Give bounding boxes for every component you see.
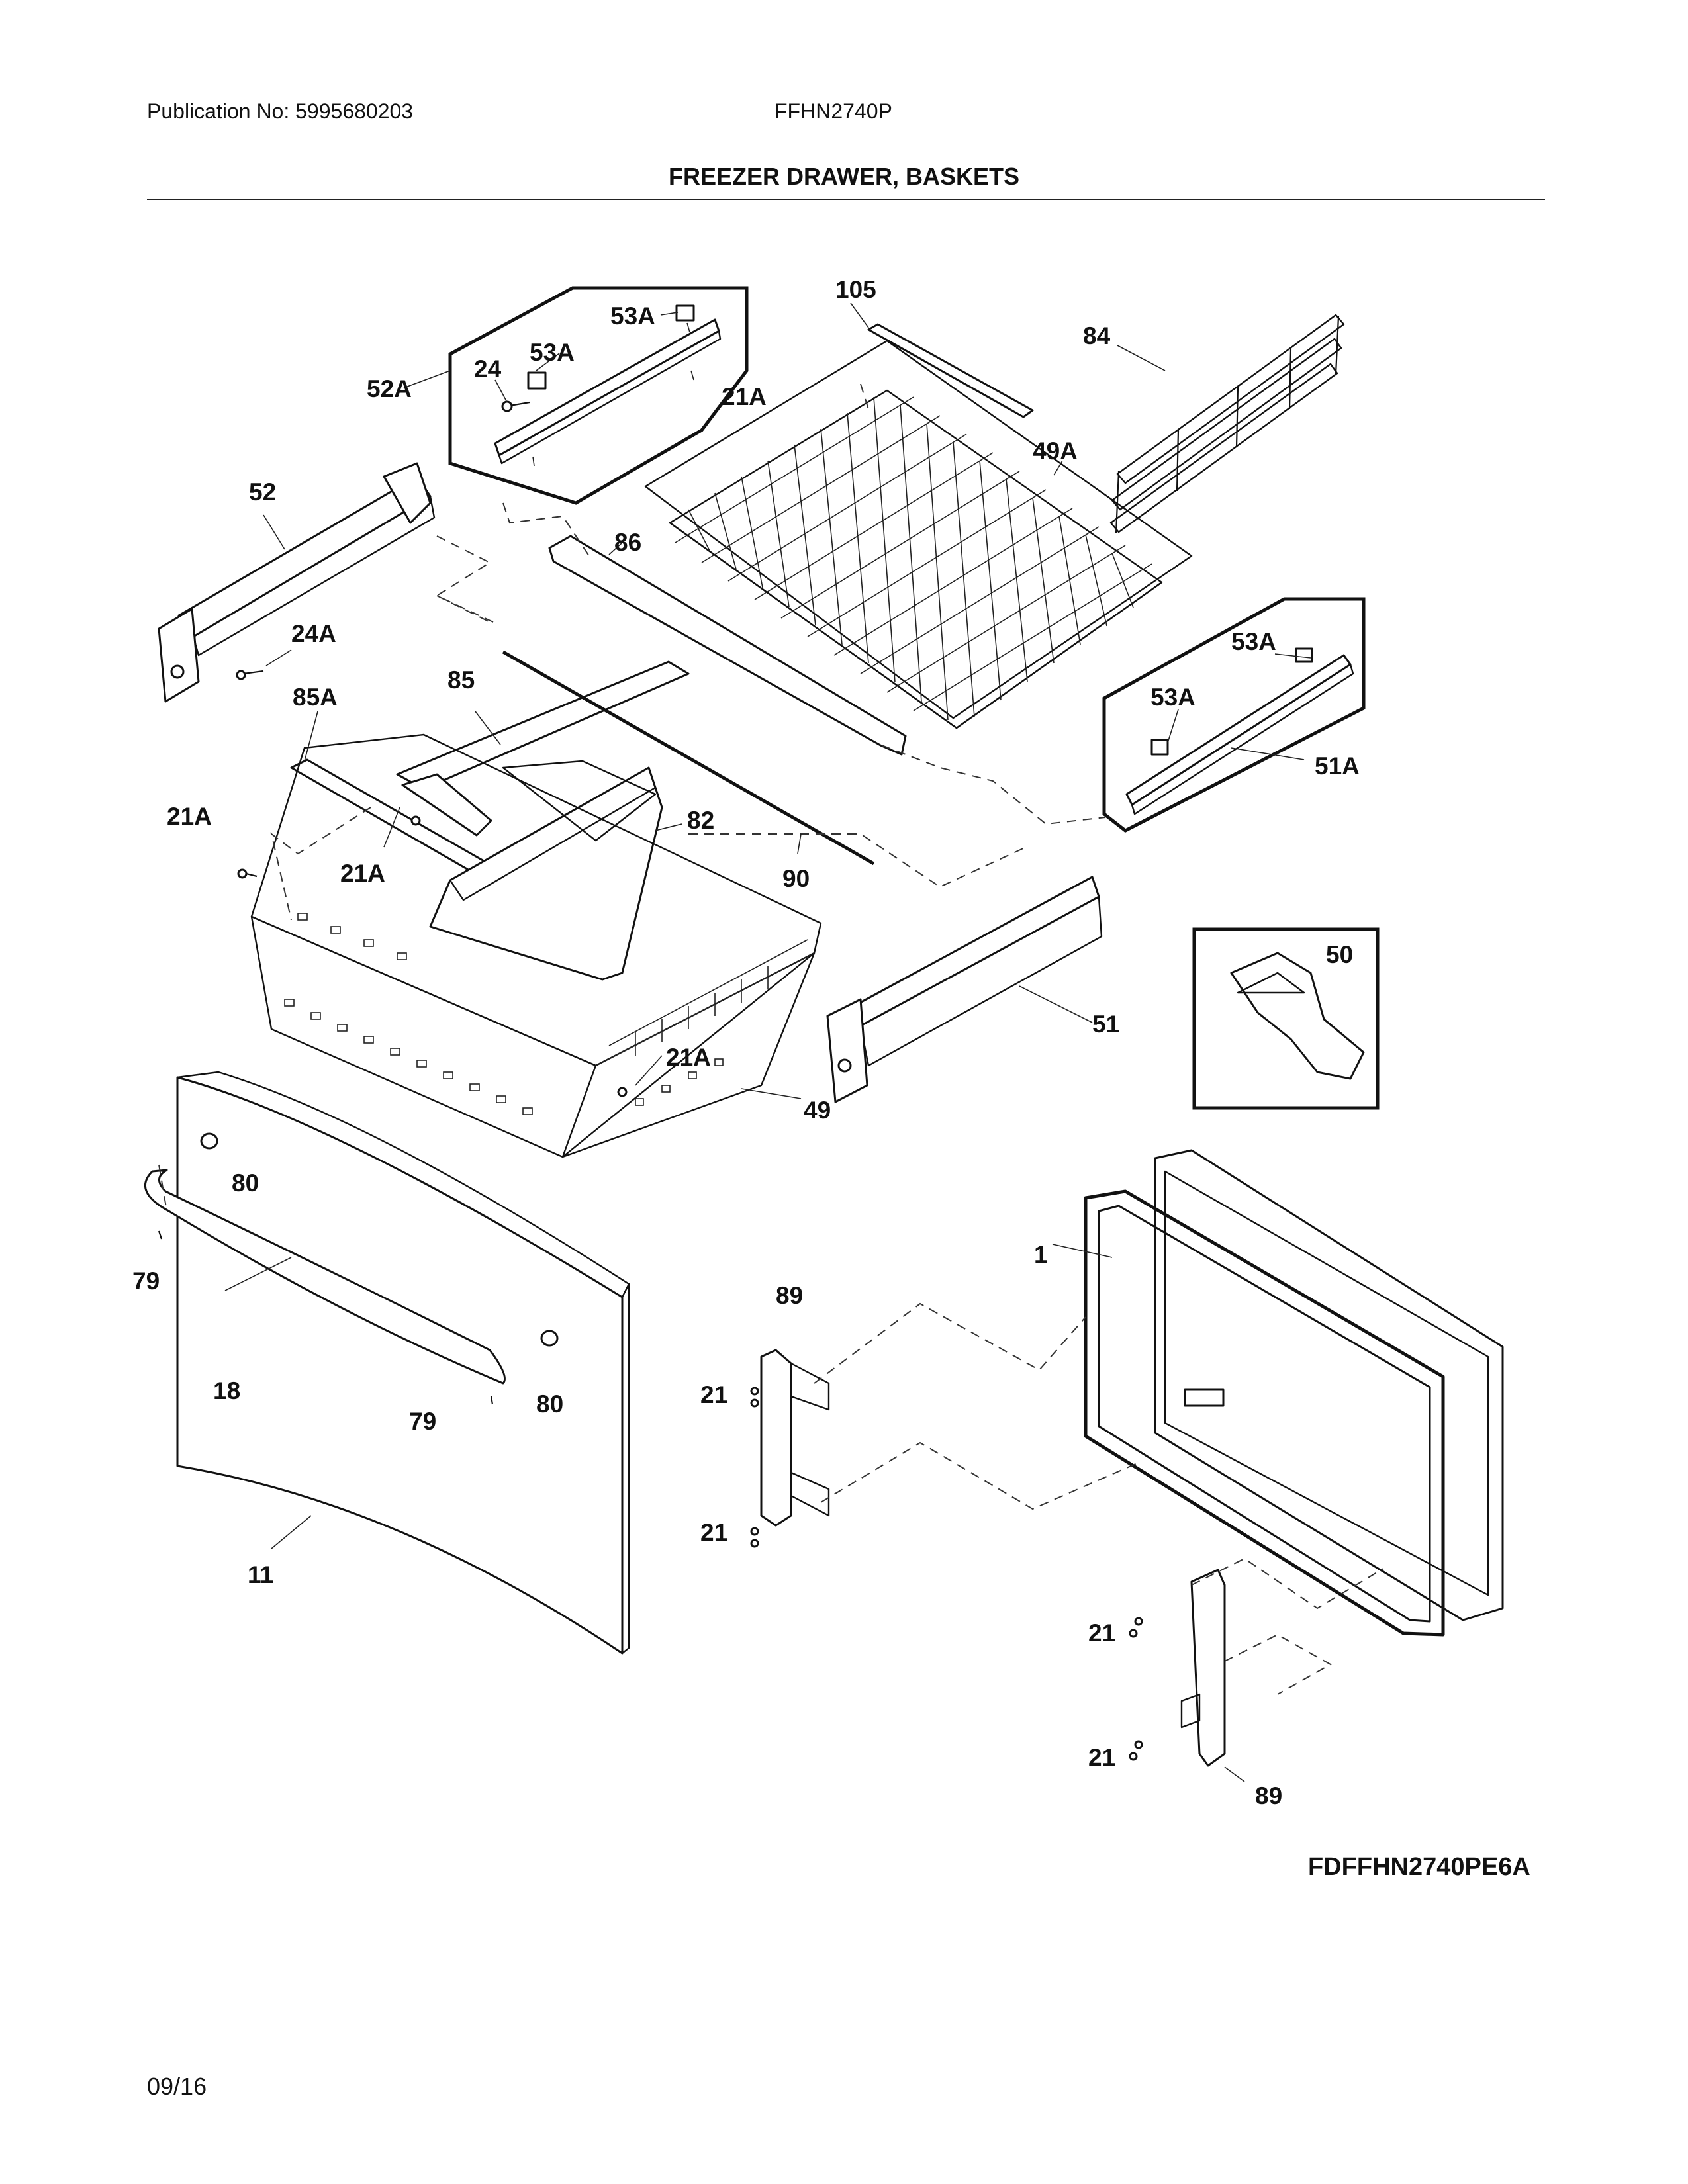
handle-cap-80-left [200,1132,218,1150]
trim-bar-105 [867,323,1034,418]
callout-21-1: 21 [700,1381,727,1408]
callout-18: 18 [213,1377,240,1404]
callout-89-1: 89 [776,1282,803,1309]
revision-date: 09/16 [147,2073,207,2100]
part-box-50 [1192,927,1380,1110]
drawer-slide-51 [826,876,1103,1103]
title-rule [147,199,1545,200]
callout-49A: 49A [1033,437,1078,465]
callout-52: 52 [249,478,276,506]
screw-79-left [158,1230,163,1240]
door-frame [1154,1149,1504,1621]
callout-90: 90 [782,865,810,892]
callout-53A-2: 53A [530,339,575,366]
wire-basket-49A [644,340,1193,729]
slide-rail-52A [494,304,722,465]
screw-79-right [490,1396,494,1405]
callout-1: 1 [1034,1241,1048,1268]
screw-21A-front [617,1087,628,1097]
callout-105: 105 [835,276,876,303]
handle-cap-80-right [540,1330,559,1347]
slide-rail-51A [1125,647,1354,815]
callout-52A: 52A [367,375,412,402]
callout-11: 11 [248,1561,273,1588]
callout-21-4: 21 [1088,1744,1115,1771]
assembly-dashed-lines [158,383,1384,1695]
freezer-basket-49 [250,733,822,1158]
callout-21-2: 21 [700,1519,727,1546]
screw-24A [236,670,264,680]
door-gasket-1 [1084,1189,1445,1637]
callout-79-1: 79 [132,1267,160,1295]
callout-24: 24 [474,355,502,383]
clip-50 [1230,952,1365,1080]
drawer-front-11 [176,1071,630,1655]
drawer-slide-52 [158,462,436,703]
callout-53A-1: 53A [610,302,655,330]
callout-49: 49 [804,1097,831,1124]
publication-number: Publication No: 5995680203 [147,99,414,123]
kit-box-52A [448,286,749,505]
callout-53A-3: 53A [1231,628,1276,655]
callout-21A-2: 21A [167,803,212,830]
leader-lines [224,302,1311,1782]
callout-21-3: 21 [1088,1619,1115,1647]
callout-89-2: 89 [1255,1782,1282,1809]
callout-21A-3: 21A [340,860,385,887]
screw-21A-left [237,868,258,879]
wire-divider-84 [1109,314,1345,534]
callout-21A-1: 21A [722,383,767,410]
callout-80-1: 80 [232,1169,259,1197]
bracket-89-upper [760,1349,830,1527]
kit-box-51A [1102,597,1366,833]
callout-51: 51 [1092,1011,1119,1038]
callout-80-2: 80 [536,1390,563,1418]
callout-53A-4: 53A [1150,684,1196,711]
basket-insert-82 [429,760,663,981]
callout-85: 85 [447,666,475,694]
callout-84: 84 [1083,322,1111,349]
model-number: FFHN2740P [774,99,892,123]
handle-18 [144,1169,506,1385]
callout-21A-4: 21A [666,1044,711,1071]
callout-85A: 85A [293,684,338,711]
screw-21A-basket [410,815,421,826]
basket-trim-86 [548,535,907,756]
callout-51A: 51A [1315,752,1360,780]
callout-79-2: 79 [409,1408,436,1435]
callout-86: 86 [614,529,641,556]
drawing-code: FDFFHN2740PE6A [1308,1853,1530,1881]
screws-21-lower [1129,1617,1143,1761]
bracket-89-lower [1180,1569,1226,1767]
rod-90 [502,650,875,866]
screw-24 [501,400,530,412]
page-title: FREEZER DRAWER, BASKETS [668,163,1020,190]
screws-21-upper [750,1387,759,1548]
callout-50: 50 [1326,941,1353,968]
callout-82: 82 [687,807,714,834]
callout-24A: 24A [291,620,336,647]
callout-labels: 105 84 49A 53A 53A 24 52A 21A 52 86 24A … [132,276,1360,1809]
